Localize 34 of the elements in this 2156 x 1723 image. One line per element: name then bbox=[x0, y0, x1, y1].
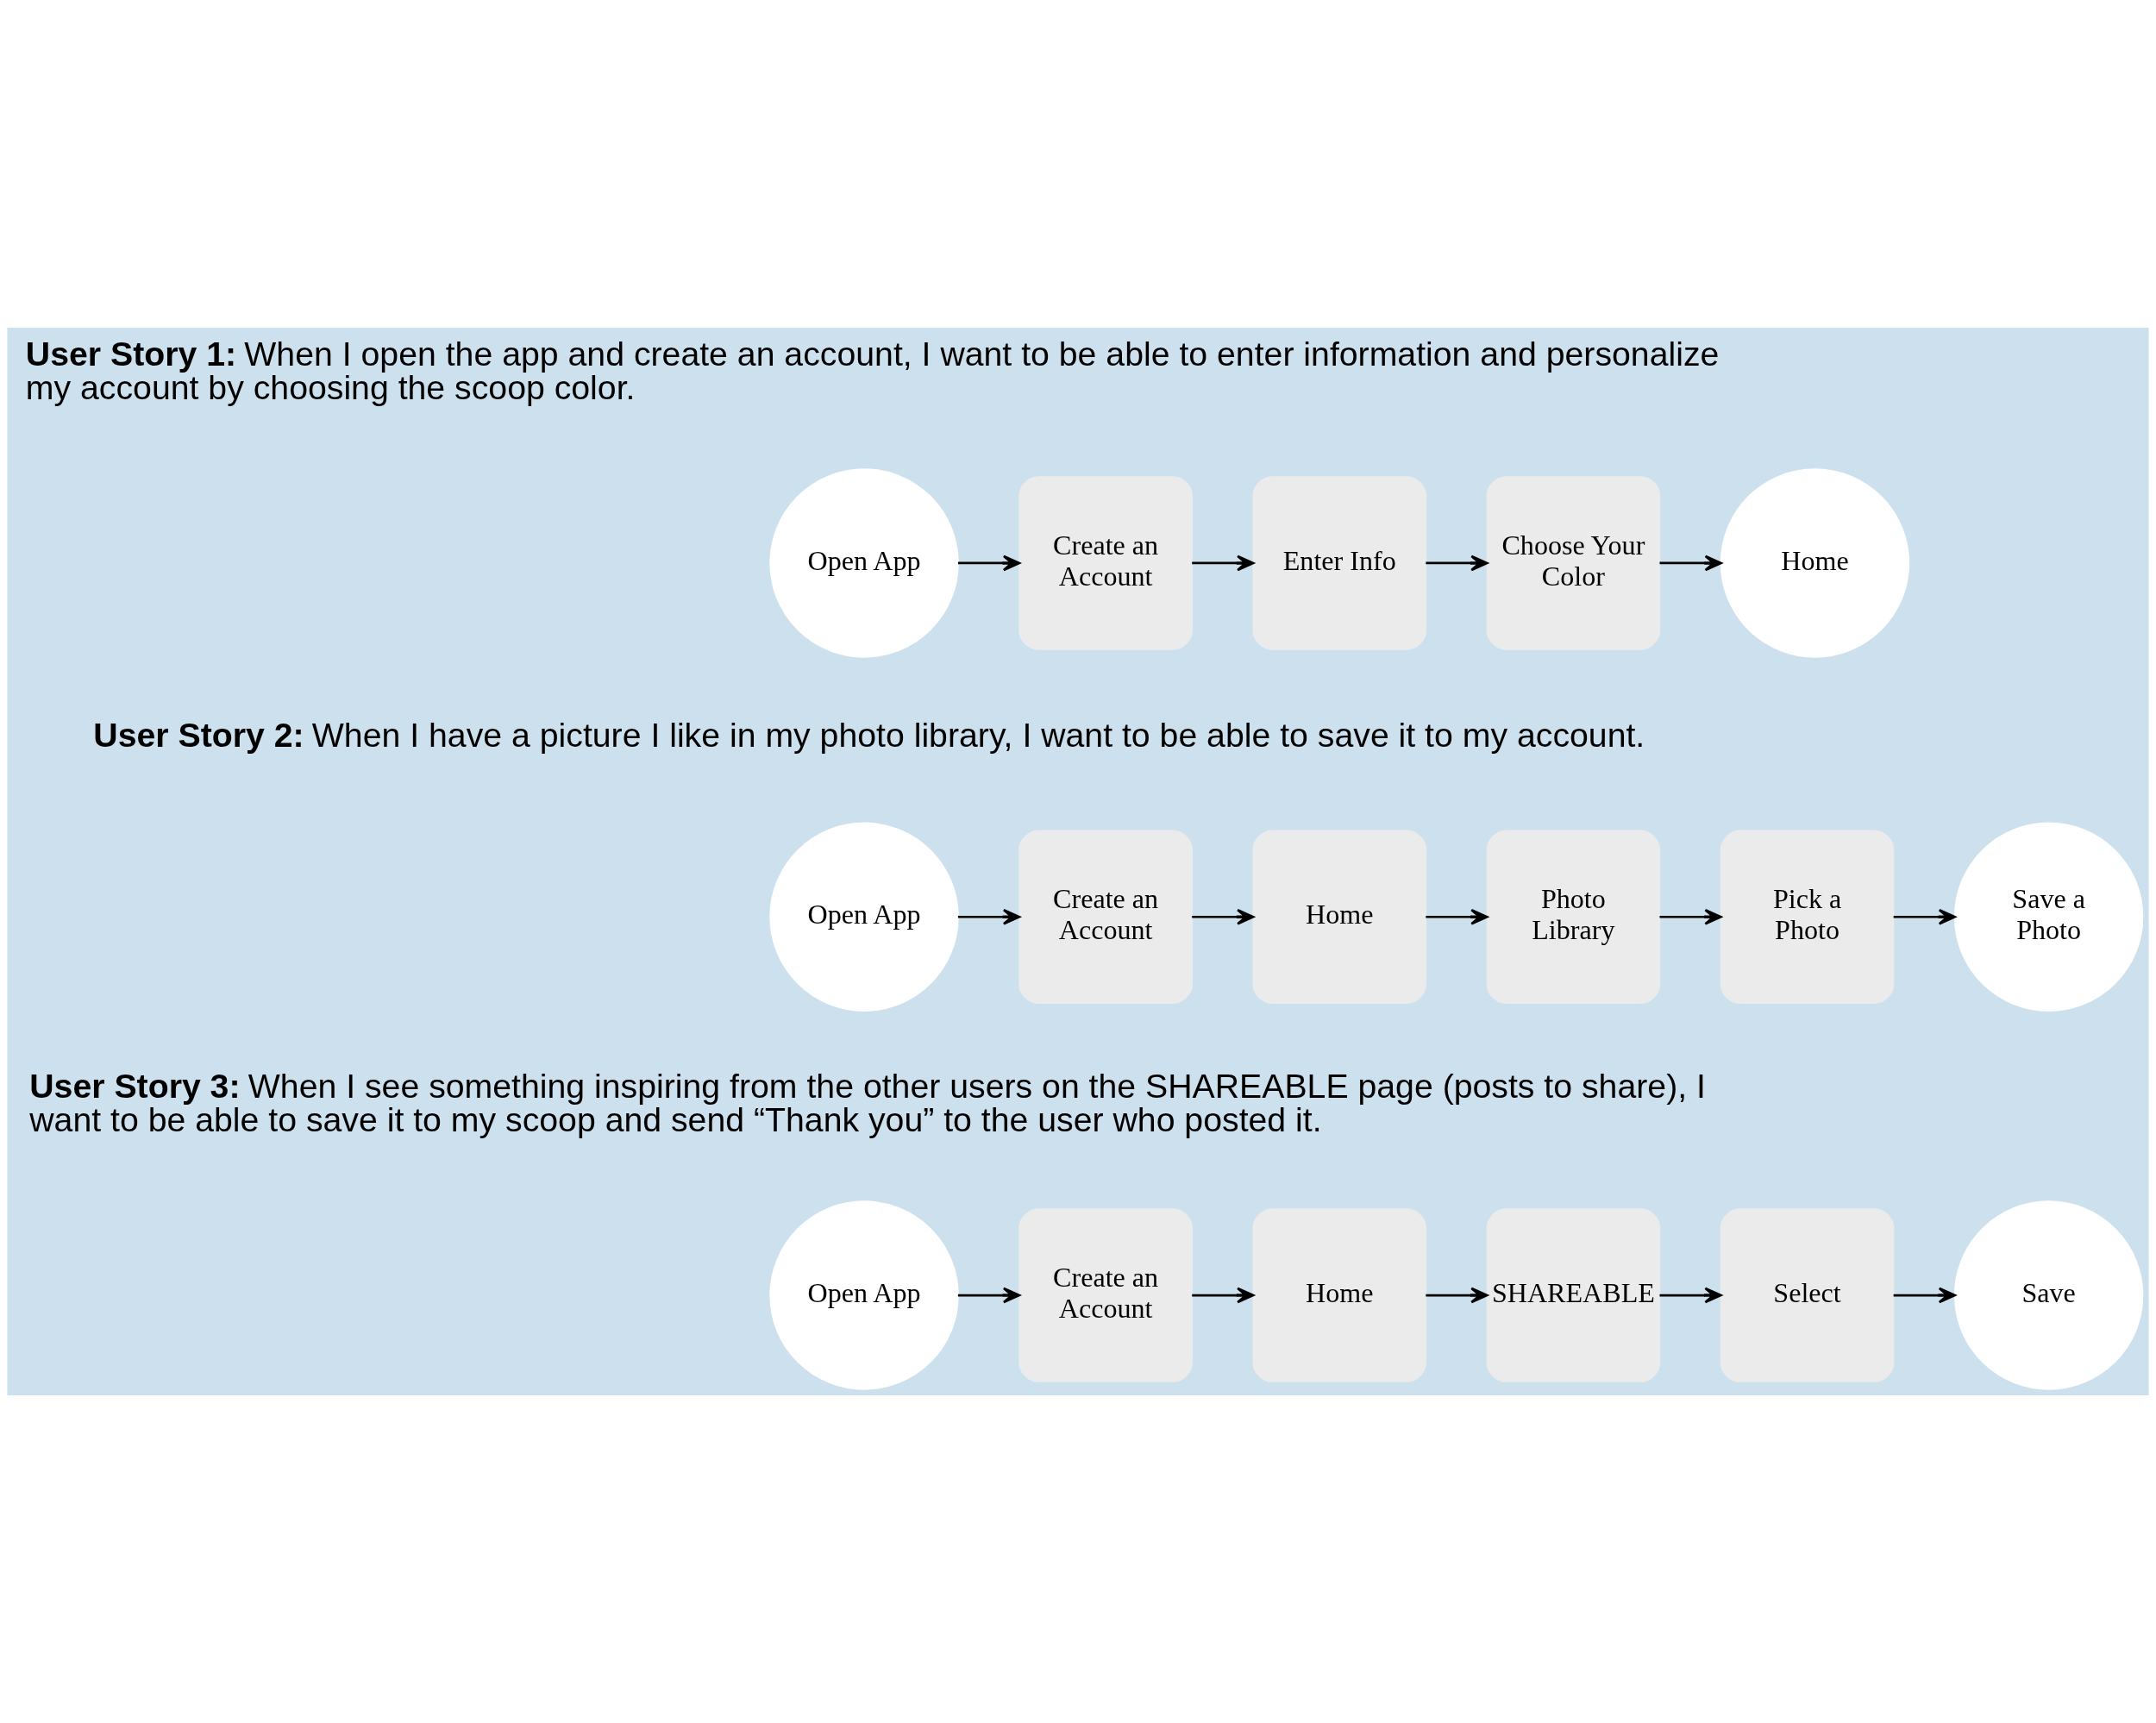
arrow bbox=[957, 554, 1021, 572]
node-box: Pick a Photo bbox=[1720, 830, 1895, 1004]
node-box: Create an Account bbox=[1018, 830, 1193, 1004]
arrow bbox=[1659, 1287, 1722, 1304]
node-box: SHAREABLE bbox=[1486, 1208, 1661, 1382]
node-circle: Open App bbox=[769, 468, 959, 658]
arrow bbox=[1659, 908, 1722, 925]
node-circle: Open App bbox=[769, 822, 959, 1012]
label: User Story 1: When I open the app and create an account, I want to be able to enter information and personalize my account by choosing the scoop color. bbox=[25, 334, 1720, 407]
arrow bbox=[1192, 554, 1255, 572]
node-circle: Home bbox=[1720, 468, 1910, 658]
node-box: Create an Account bbox=[1018, 476, 1193, 650]
arrow bbox=[1426, 1287, 1489, 1304]
node-box: Select bbox=[1720, 1208, 1895, 1382]
arrow bbox=[1192, 908, 1255, 925]
node-circle: Save bbox=[1953, 1200, 2144, 1390]
arrow bbox=[1893, 1287, 1956, 1304]
node-box: Photo Library bbox=[1486, 830, 1661, 1004]
node-box: Choose Your Color bbox=[1486, 476, 1661, 650]
arrow bbox=[1192, 1287, 1255, 1304]
node-box: Enter Info bbox=[1252, 476, 1427, 650]
arrow bbox=[957, 1287, 1021, 1304]
node-circle: Save a Photo bbox=[1953, 822, 2144, 1012]
label: User Story 3: When I see something inspiring from the other users on the SHAREABLE page (posts to share), I want to be able to save it to my scoop and send “Thank you” to the user who posted it. bbox=[29, 1067, 1706, 1139]
arrow bbox=[1659, 554, 1722, 572]
node-box: Home bbox=[1252, 1208, 1427, 1382]
node-box: Home bbox=[1252, 830, 1427, 1004]
arrow bbox=[1426, 554, 1489, 572]
node-circle: Open App bbox=[769, 1200, 959, 1390]
label: User Story 2: When I have a picture I like in my photo library, I want to be able to save it to my account. bbox=[93, 716, 1645, 755]
arrow bbox=[1426, 908, 1489, 925]
arrow bbox=[957, 908, 1021, 925]
node-box: Create an Account bbox=[1018, 1208, 1193, 1382]
arrow bbox=[1893, 908, 1956, 925]
